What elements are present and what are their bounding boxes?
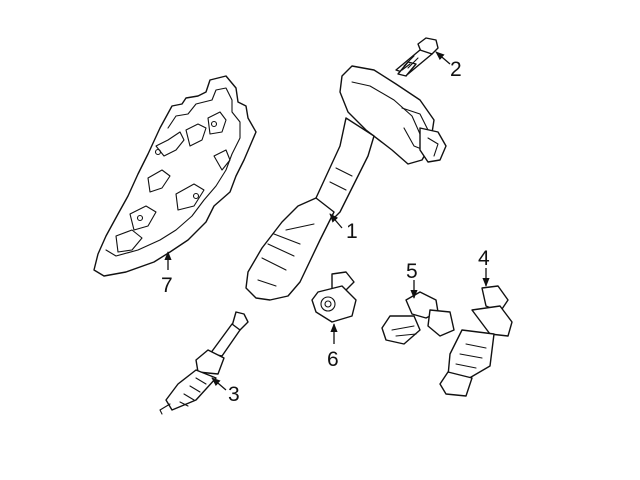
leader-line-1	[329, 213, 343, 229]
callout-7: 7	[161, 274, 173, 297]
callout-1: 1	[346, 220, 358, 243]
ignition-coil-part	[245, 65, 447, 301]
leader-line-2	[435, 51, 451, 65]
bolt-part	[395, 37, 439, 77]
callout-4: 4	[478, 247, 490, 270]
callout-3: 3	[228, 383, 240, 406]
leader-line-3	[211, 377, 227, 391]
spark-plug-part	[159, 311, 249, 415]
callout-2: 2	[450, 58, 462, 81]
control-module-part	[93, 75, 257, 277]
knock-sensor-part	[311, 271, 357, 323]
callout-6: 6	[327, 348, 339, 371]
callout-5: 5	[406, 260, 418, 283]
camshaft-sensor-part	[381, 291, 455, 345]
crankshaft-sensor-part	[439, 285, 513, 397]
